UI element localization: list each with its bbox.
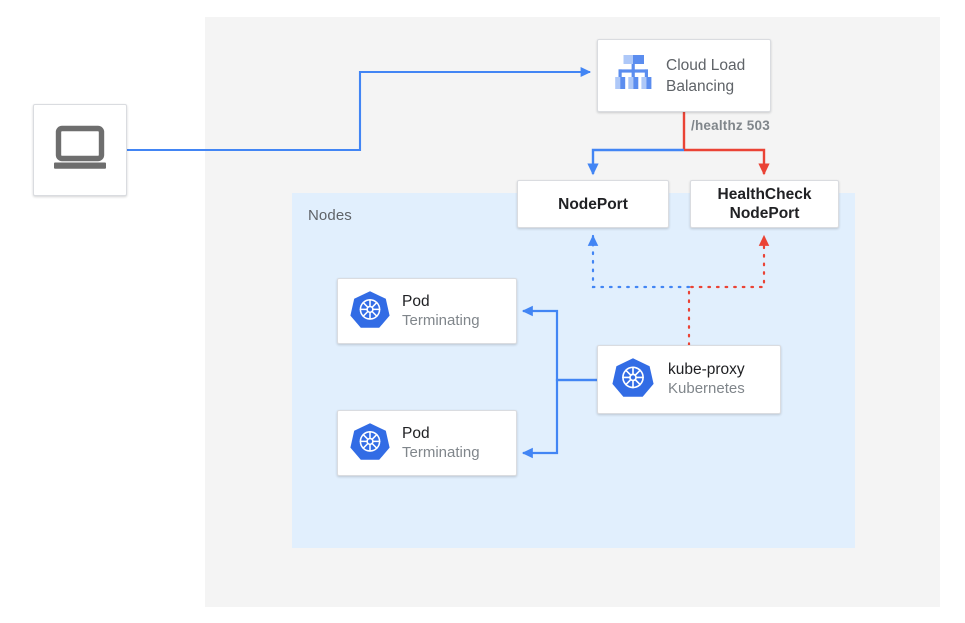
- cloud-load-balancing-label: Cloud Load Balancing: [666, 55, 745, 97]
- kubernetes-icon: [350, 421, 390, 466]
- kubernetes-icon: [350, 289, 390, 334]
- healthcheck-nodeport-line-1: HealthCheck: [717, 186, 812, 203]
- kube-proxy-label: kube-proxy Kubernetes: [668, 360, 745, 399]
- kube-proxy-title: kube-proxy: [668, 361, 745, 378]
- pod-node-2[interactable]: Pod Terminating: [337, 410, 517, 476]
- cloud-load-balancing-node[interactable]: Cloud Load Balancing: [597, 39, 771, 112]
- cloud-load-balancing-line-2: Balancing: [666, 77, 735, 95]
- pod-2-label: Pod Terminating: [402, 424, 480, 463]
- pod-node-1[interactable]: Pod Terminating: [337, 278, 517, 344]
- client-node[interactable]: [33, 104, 127, 196]
- healthz-503-label: /healthz 503: [691, 118, 770, 133]
- cloud-load-balancing-line-1: Cloud Load: [666, 56, 746, 74]
- kubernetes-icon: [612, 356, 654, 403]
- pod-2-status: Terminating: [402, 443, 480, 461]
- cloud-load-balancing-icon: [609, 50, 657, 101]
- nodeport-node[interactable]: NodePort: [517, 180, 669, 228]
- healthcheck-nodeport-node[interactable]: HealthCheck NodePort: [690, 180, 839, 228]
- pod-1-status: Terminating: [402, 311, 480, 329]
- kube-proxy-subtitle: Kubernetes: [668, 380, 745, 397]
- kube-proxy-node[interactable]: kube-proxy Kubernetes: [597, 345, 781, 414]
- laptop-icon: [52, 124, 108, 177]
- pod-1-label: Pod Terminating: [402, 292, 480, 331]
- nodes-panel-label: Nodes: [308, 207, 352, 224]
- nodeport-label: NodePort: [558, 195, 628, 213]
- pod-2-title: Pod: [402, 424, 430, 442]
- pod-1-title: Pod: [402, 292, 430, 310]
- healthcheck-nodeport-line-2: NodePort: [729, 205, 800, 222]
- healthcheck-nodeport-label: HealthCheck NodePort: [718, 185, 812, 223]
